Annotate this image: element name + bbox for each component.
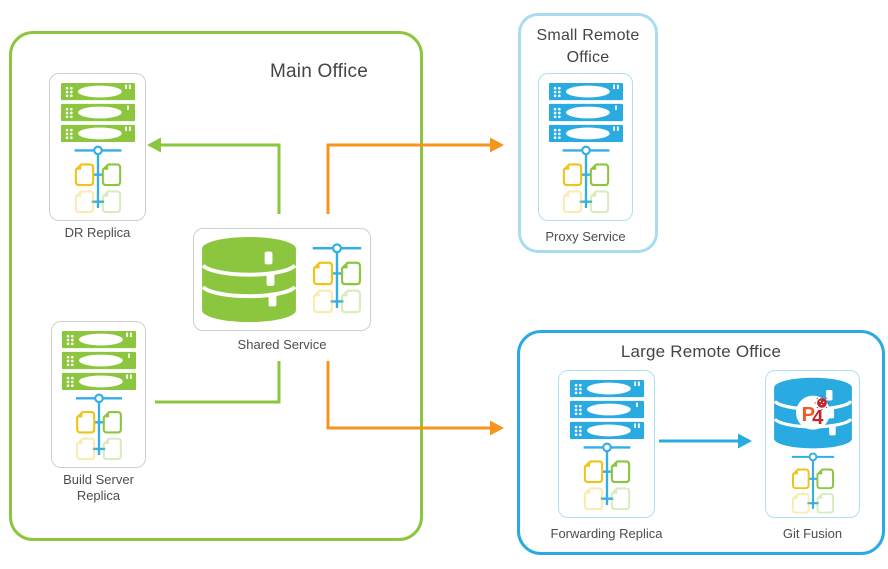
- git-fusion-card: P 4: [765, 370, 860, 518]
- arrowhead: [490, 420, 504, 436]
- p4-logo-p: P: [801, 404, 815, 426]
- shared-service-card: [193, 228, 371, 331]
- file-tree-icon: [69, 145, 127, 217]
- file-tree-icon: [70, 393, 128, 464]
- proxy-service-card: [538, 73, 633, 221]
- main-office-box: Main Office DR Replica Shared Service Bu…: [9, 31, 423, 541]
- file-tree-icon: [309, 242, 365, 318]
- file-tree-icon: [578, 442, 636, 514]
- forwarding-replica-card: [558, 370, 655, 518]
- p4-database-icon: P 4: [771, 377, 855, 450]
- shared-service-label: Shared Service: [237, 337, 327, 352]
- arrowhead: [490, 137, 504, 153]
- git-fusion-label: Git Fusion: [782, 526, 843, 541]
- server-stack-icon: [569, 380, 645, 439]
- database-icon: [199, 236, 299, 324]
- file-tree-icon: [785, 452, 841, 517]
- server-stack-icon: [548, 83, 624, 142]
- dr-replica-label: DR Replica: [64, 225, 131, 240]
- small-remote-office-box: Small Remote Office Proxy Service: [518, 13, 658, 253]
- dr-replica-card: [49, 73, 146, 221]
- server-stack-icon: [60, 83, 136, 142]
- build-server-replica-label: Build Server Replica: [63, 472, 134, 504]
- p4-logo-4: 4: [812, 407, 824, 429]
- build-server-replica-card: [51, 321, 146, 468]
- large-remote-office-title: Large Remote Office: [620, 342, 782, 361]
- server-stack-icon: [61, 331, 137, 390]
- small-remote-office-title: Small Remote Office: [536, 27, 640, 66]
- large-remote-office-box: Large Remote Office Forwarding Replica P…: [517, 330, 885, 555]
- file-tree-icon: [557, 145, 615, 217]
- main-office-title: Main Office: [270, 61, 368, 82]
- proxy-service-label: Proxy Service: [545, 229, 626, 244]
- forwarding-replica-label: Forwarding Replica: [550, 526, 663, 541]
- p4-logo-ball: [814, 395, 829, 411]
